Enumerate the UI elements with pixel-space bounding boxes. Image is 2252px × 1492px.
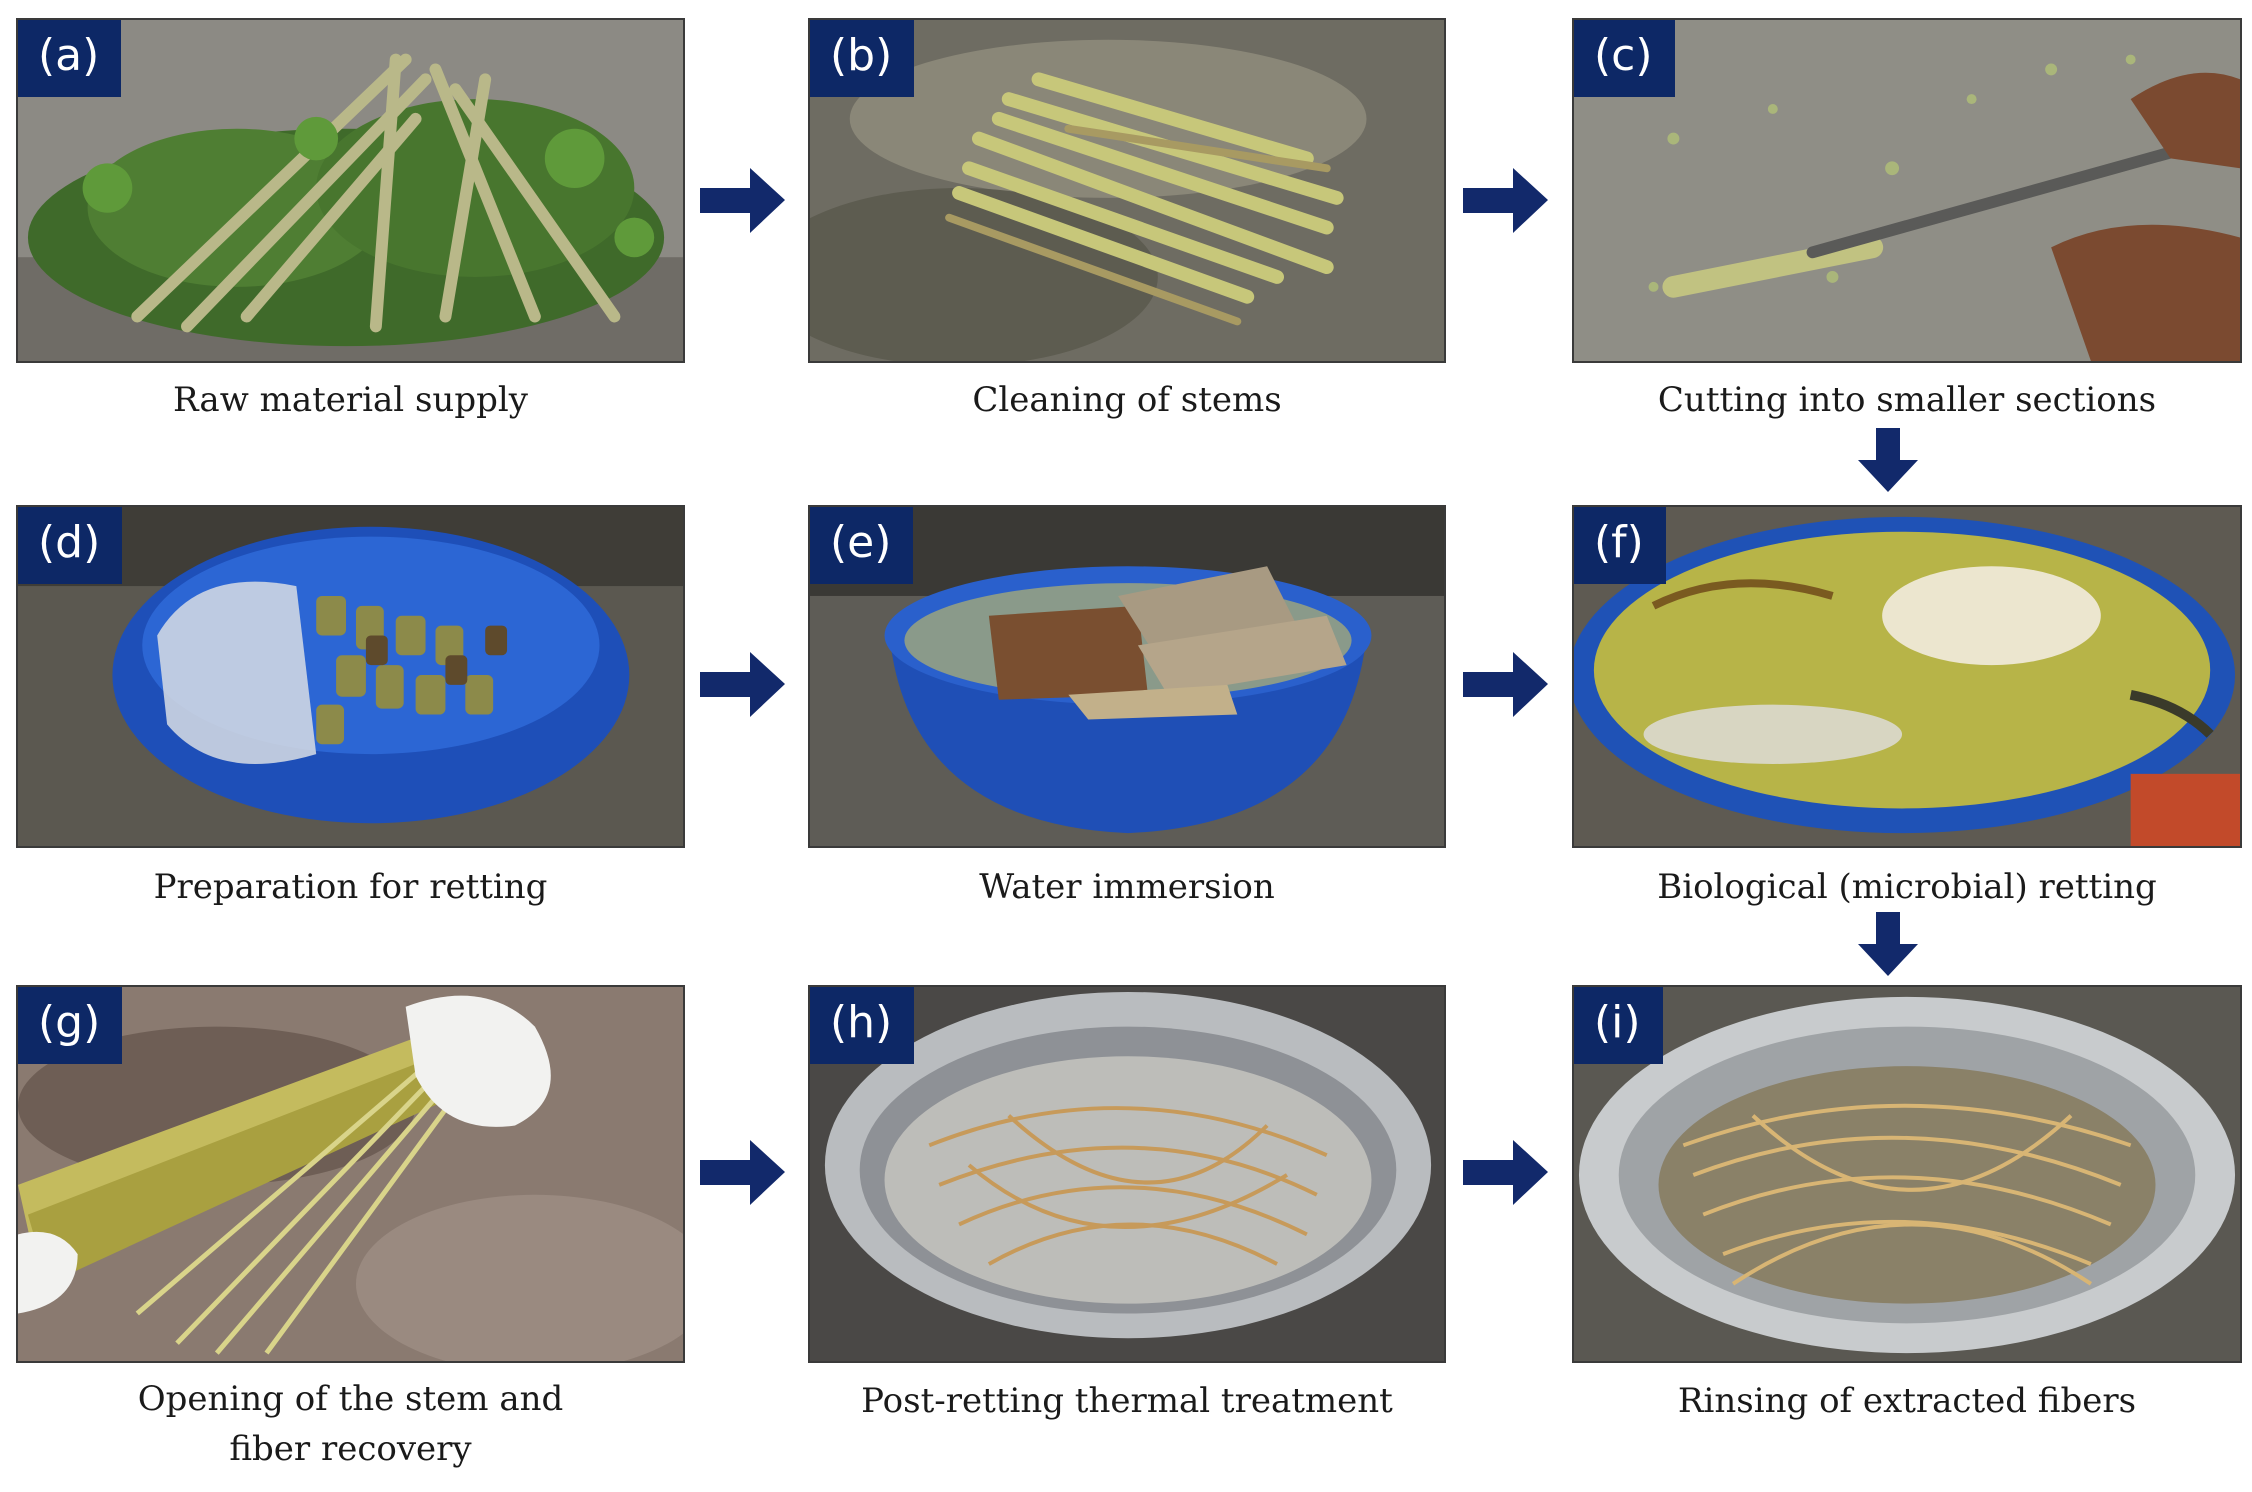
- step-label-d: (d): [18, 507, 122, 584]
- arrow-right-icon: [700, 168, 785, 233]
- arrow-right-a-to-b: [700, 168, 785, 233]
- arrow-down-f-to-i: [1858, 912, 1918, 976]
- step-label-g: (g): [18, 987, 122, 1064]
- caption-cleaning-of-stems: Cleaning of stems: [808, 375, 1446, 425]
- arrow-right-e-to-f: [1463, 652, 1548, 717]
- arrow-down-icon: [1858, 912, 1918, 976]
- arrow-down-icon: [1858, 428, 1918, 492]
- caption-raw-material-supply: Raw material supply: [16, 375, 685, 425]
- arrow-right-g-to-h: [700, 1140, 785, 1205]
- arrow-right-icon: [1463, 1140, 1548, 1205]
- caption-rinsing-fibers: Rinsing of extracted fibers: [1572, 1376, 2242, 1426]
- rinsing-bowl-photo: [1574, 987, 2240, 1361]
- photo-cleaning-of-stems: (b): [808, 18, 1446, 363]
- arrow-right-icon: [1463, 652, 1548, 717]
- arrow-right-icon: [700, 652, 785, 717]
- caption-biological-retting: Biological (microbial) retting: [1572, 862, 2242, 912]
- step-label-b: (b): [810, 20, 914, 97]
- arrow-right-icon: [1463, 168, 1548, 233]
- step-label-a: (a): [18, 20, 121, 97]
- photo-rinsing-fibers: (i): [1572, 985, 2242, 1363]
- arrow-down-c-to-f: [1858, 428, 1918, 492]
- caption-preparation-retting: Preparation for retting: [16, 862, 685, 912]
- caption-opening-stem: Opening of the stem and fiber recovery: [96, 1374, 605, 1474]
- arrow-right-h-to-i: [1463, 1140, 1548, 1205]
- arrow-right-b-to-c: [1463, 168, 1548, 233]
- photo-cutting-sections: (c): [1572, 18, 2242, 363]
- step-label-c: (c): [1574, 20, 1675, 97]
- photo-opening-stem: (g): [16, 985, 685, 1363]
- photo-preparation-retting: (d): [16, 505, 685, 848]
- photo-biological-retting: (f): [1572, 505, 2242, 848]
- caption-cutting-sections: Cutting into smaller sections: [1572, 375, 2242, 425]
- arrow-right-icon: [700, 1140, 785, 1205]
- photo-water-immersion: (e): [808, 505, 1446, 848]
- caption-thermal-treatment: Post-retting thermal treatment: [808, 1376, 1446, 1426]
- step-label-e: (e): [810, 507, 913, 584]
- step-label-i: (i): [1574, 987, 1663, 1064]
- retting-bowl-photo: [1574, 507, 2240, 846]
- photo-thermal-treatment: (h): [808, 985, 1446, 1363]
- step-label-f: (f): [1574, 507, 1666, 584]
- photo-raw-material-supply: (a): [16, 18, 685, 363]
- arrow-right-d-to-e: [700, 652, 785, 717]
- caption-water-immersion: Water immersion: [808, 862, 1446, 912]
- step-label-h: (h): [810, 987, 914, 1064]
